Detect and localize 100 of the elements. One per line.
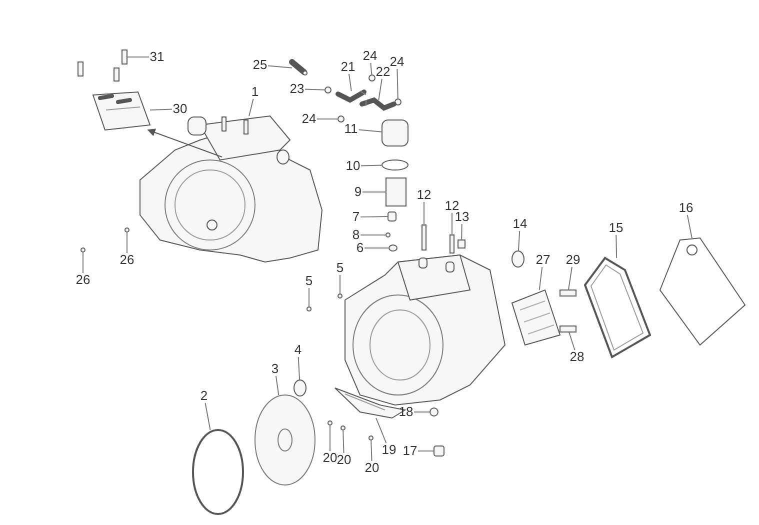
leader-line	[568, 266, 572, 290]
callout-number: 12	[416, 188, 432, 202]
sensor-drawing	[289, 59, 308, 76]
leader-line	[616, 234, 618, 258]
o-ring-drawing	[382, 160, 408, 170]
callout-number: 12	[444, 199, 460, 213]
callout-number: 3	[270, 362, 280, 376]
bolt-drawing	[328, 420, 332, 426]
washer-drawing	[430, 408, 438, 416]
pin-drawing	[386, 232, 390, 238]
callout-number: 13	[454, 210, 470, 224]
callout-number: 5	[335, 261, 345, 275]
leader-line	[360, 164, 382, 166]
callout-number: 31	[148, 50, 166, 64]
leader-line	[308, 288, 310, 308]
callout-number: 24	[388, 55, 406, 69]
leader-line	[204, 402, 211, 430]
leader-line	[248, 98, 254, 116]
plug-drawing	[388, 212, 396, 222]
leader-line	[150, 108, 172, 111]
pin-drawing	[338, 294, 342, 298]
callout-number: 9	[353, 185, 363, 199]
leader-line	[358, 129, 382, 132]
cover-drawing	[659, 237, 746, 346]
callout-number: 16	[678, 201, 694, 215]
callout-number: 20	[336, 453, 352, 467]
seal-ring-drawing	[294, 380, 306, 396]
callout-number: 10	[344, 159, 362, 173]
bolt-drawing	[560, 326, 576, 332]
clamp-drawing	[324, 86, 332, 94]
callout-number: 24	[362, 49, 378, 63]
leader-line	[360, 216, 388, 218]
leader-line	[418, 450, 434, 452]
pin-drawing	[80, 248, 86, 252]
disc-drawing	[254, 394, 316, 486]
filter-element-drawing	[386, 178, 406, 206]
callout-number: 2	[199, 389, 209, 403]
oil-cooler-drawing	[92, 91, 151, 131]
bolt-drawing	[368, 436, 374, 440]
seal-ring-drawing	[512, 250, 524, 268]
leader-line	[568, 332, 576, 350]
leader-line	[304, 88, 326, 90]
stud-drawing	[422, 224, 426, 250]
callout-number: 5	[304, 274, 314, 288]
callout-number: 28	[568, 350, 586, 364]
leader-line	[342, 430, 344, 454]
leader-line	[538, 266, 543, 290]
leader-line	[316, 118, 338, 120]
callout-number: 8	[351, 228, 361, 242]
callout-number: 20	[364, 461, 380, 475]
callout-number: 22	[374, 65, 392, 79]
leader-line	[126, 56, 150, 58]
bolt-drawing	[560, 290, 576, 296]
cover-plate-drawing	[511, 289, 561, 346]
callout-number: 25	[252, 58, 268, 72]
plug-drawing	[434, 446, 444, 456]
callout-number: 1	[250, 85, 260, 99]
cap-drawing	[458, 240, 466, 248]
leader-line	[376, 418, 387, 444]
leader-line	[360, 234, 386, 236]
callout-number: 7	[351, 210, 361, 224]
pin-drawing	[124, 228, 130, 232]
hose-drawing	[360, 97, 396, 111]
callout-number: 18	[398, 405, 414, 419]
callout-number: 17	[402, 444, 418, 458]
stud-drawing	[450, 234, 454, 254]
callout-number: 23	[288, 82, 306, 96]
callout-number: 27	[534, 253, 552, 267]
callout-number: 29	[564, 253, 582, 267]
leader-line	[370, 62, 372, 76]
clamp-drawing	[338, 116, 344, 122]
leader-line	[396, 68, 398, 100]
callout-number: 6	[355, 241, 365, 255]
hose-drawing	[336, 90, 366, 103]
callout-number: 15	[608, 221, 624, 235]
leader-line	[348, 74, 352, 92]
leader-line	[461, 224, 462, 240]
leader-line	[686, 214, 692, 238]
callout-number: 21	[340, 60, 356, 74]
gasket-drawing	[584, 256, 652, 358]
leader-line	[378, 78, 382, 100]
leader-line	[298, 356, 300, 380]
leader-line	[370, 440, 372, 462]
callout-number: 14	[512, 217, 528, 231]
callout-number: 4	[293, 343, 303, 357]
snap-ring-drawing	[192, 429, 244, 515]
washer-drawing	[388, 244, 398, 252]
leader-line	[518, 230, 520, 252]
bolt-drawing	[122, 50, 128, 64]
clamp-drawing	[368, 74, 376, 82]
callout-number: 19	[380, 443, 398, 457]
filter-cap-drawing	[382, 120, 408, 146]
pin-drawing	[306, 306, 312, 312]
callout-number: 26	[74, 273, 92, 287]
transmission-housing-drawing	[140, 115, 322, 263]
leader-line	[275, 376, 280, 396]
callout-number: 20	[322, 451, 338, 465]
callout-number: 11	[343, 122, 359, 136]
callout-number: 30	[172, 102, 188, 116]
callout-number: 26	[118, 253, 136, 267]
